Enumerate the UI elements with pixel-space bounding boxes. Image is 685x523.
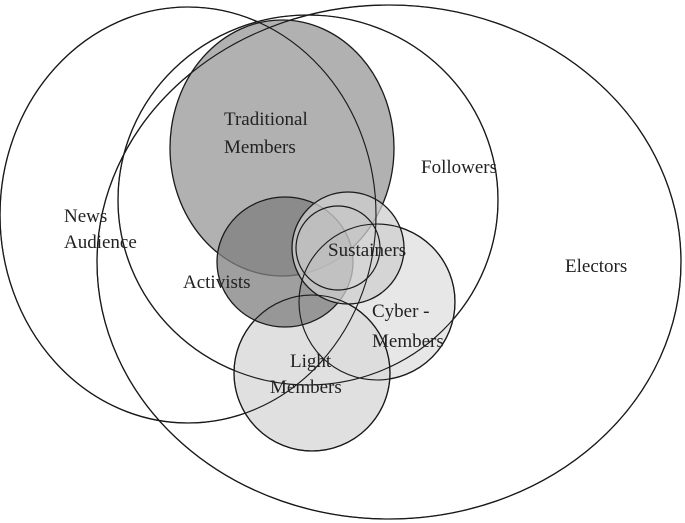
news-audience-label-line1: News <box>64 206 107 227</box>
cyber-members-label-line1: Cyber - <box>372 301 430 322</box>
cyber-members-circle-overlay <box>298 223 456 381</box>
sustainers-label: Sustainers <box>328 240 406 261</box>
cyber-members-label-line2: Members <box>372 331 444 352</box>
electors-label: Electors <box>565 256 627 277</box>
electors-ellipse-overlay <box>96 4 682 520</box>
sustainers-inner-circle <box>295 205 381 291</box>
followers-label: Followers <box>421 157 497 178</box>
followers-ellipse-overlay <box>117 14 499 386</box>
light-members-label-line2: Members <box>270 377 342 398</box>
news-audience-label-line2: Audience <box>64 232 137 253</box>
activists-label: Activists <box>183 272 251 293</box>
light-members-circle-overlay <box>233 294 391 452</box>
traditional-members-label-line2: Members <box>224 137 296 158</box>
light-members-label-line1: Light <box>290 351 332 372</box>
traditional-members-label-line1: Traditional <box>224 109 308 130</box>
news-audience-ellipse-overlay <box>0 6 377 424</box>
